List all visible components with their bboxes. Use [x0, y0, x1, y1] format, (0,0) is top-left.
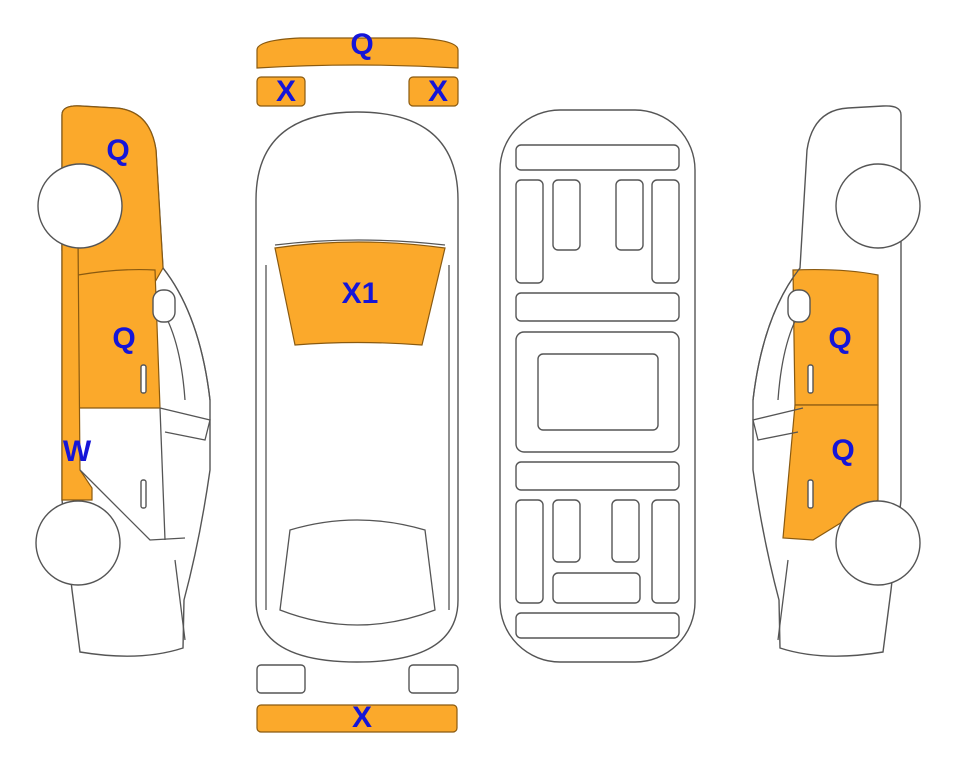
- top-body-outline: [255, 111, 459, 663]
- left-side-view: Q Q W: [35, 105, 211, 657]
- left-mirror: [152, 289, 176, 323]
- left-front-door-damaged[interactable]: [77, 268, 161, 409]
- left-rear-door-handle: [140, 479, 147, 509]
- left-front-wheel: [37, 163, 123, 249]
- right-rear-door-label: Q: [831, 434, 854, 467]
- right-side-view: [752, 105, 921, 657]
- left-taillight: [256, 664, 306, 694]
- right-headlight-label: X: [428, 75, 448, 108]
- right-front-door-label: Q: [828, 322, 851, 355]
- left-front-door-handle: [140, 364, 147, 394]
- left-headlight-damaged[interactable]: [256, 76, 306, 107]
- rear-bumper-damaged[interactable]: [256, 704, 458, 733]
- top-view: Q X X X1 X: [255, 28, 459, 734]
- rear-bumper-label: X: [352, 701, 372, 734]
- right-taillight: [408, 664, 459, 694]
- windshield-damaged[interactable]: [274, 241, 446, 346]
- underbody-view: [499, 109, 696, 663]
- right-rear-wheel: [835, 500, 921, 586]
- left-rocker-label: W: [63, 435, 92, 468]
- left-front-fender-label: Q: [106, 134, 129, 167]
- front-bumper-label: Q: [350, 28, 373, 61]
- right-front-wheel: [835, 163, 921, 249]
- right-headlight-damaged[interactable]: [408, 76, 459, 107]
- right-front-door-damaged[interactable]: [792, 268, 879, 406]
- left-headlight-label: X: [276, 75, 296, 108]
- left-rear-wheel: [35, 500, 121, 586]
- front-bumper-damaged[interactable]: [256, 37, 459, 69]
- windshield-label: X1: [342, 277, 379, 310]
- left-front-door-label: Q: [112, 322, 135, 355]
- right-rear-door-damaged[interactable]: [782, 404, 879, 541]
